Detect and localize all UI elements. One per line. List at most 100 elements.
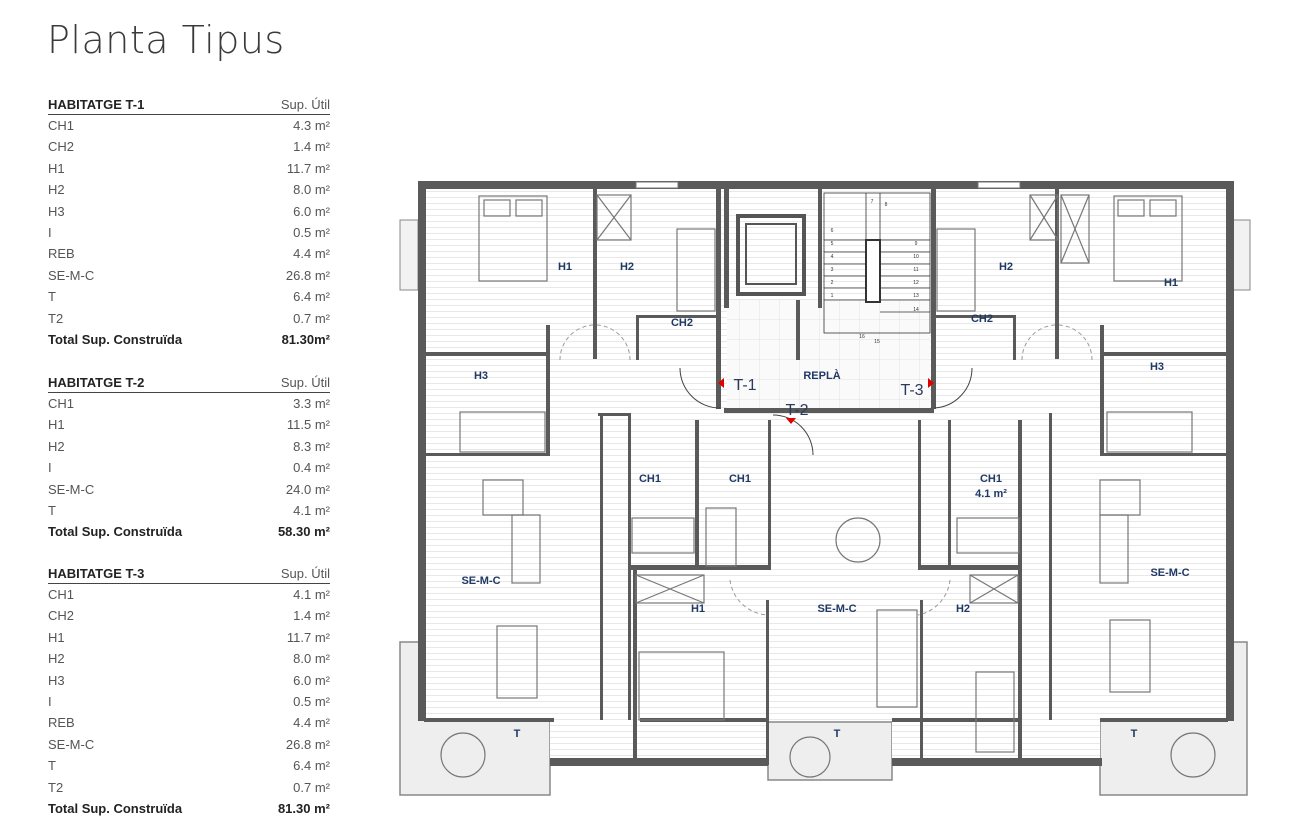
unit-name: HABITATGE T-1 bbox=[48, 97, 145, 112]
column-header: Sup. Útil bbox=[280, 97, 330, 112]
room-name: H2 bbox=[48, 438, 65, 454]
total-row: Total Sup. Construïda 58.30 m² bbox=[48, 521, 330, 542]
room-area: 3.3 m² bbox=[293, 396, 330, 411]
area-table-1: HABITATGE T-1 Sup. Útil CH1 4.3 m² CH2 1… bbox=[48, 97, 330, 350]
entry-marker-t3 bbox=[928, 378, 934, 388]
room-name: CH1 bbox=[48, 587, 75, 602]
total-label: Total Sup. Construïda bbox=[48, 800, 183, 816]
total-row: Total Sup. Construïda 81.30 m² bbox=[48, 798, 330, 819]
area-row: REB 4.4 m² bbox=[48, 712, 330, 733]
entry-marker-t1 bbox=[718, 378, 724, 388]
room-name: T bbox=[48, 289, 56, 305]
area-table-header: HABITATGE T-2 Sup. Útil bbox=[48, 375, 330, 393]
room-name: I bbox=[48, 693, 52, 709]
room-name: T2 bbox=[48, 779, 64, 795]
room-label-landing: REPLÀ bbox=[803, 369, 840, 382]
room-area: 4.1 m² bbox=[293, 502, 330, 518]
room-name: T bbox=[48, 502, 56, 518]
area-row: H1 11.5 m² bbox=[48, 414, 330, 435]
room-area: 11.7 m² bbox=[286, 629, 330, 645]
unit-name: HABITATGE T-2 bbox=[48, 375, 145, 390]
stair-step-number: 2 bbox=[831, 280, 834, 286]
area-table-2: HABITATGE T-2 Sup. Útil CH1 3.3 m² H1 11… bbox=[48, 375, 330, 543]
room-name: H2 bbox=[48, 651, 65, 667]
area-row: I 0.5 m² bbox=[48, 222, 330, 243]
room-name: H1 bbox=[48, 417, 65, 433]
room-area: 8.3 m² bbox=[293, 438, 330, 454]
room-name: REB bbox=[48, 246, 75, 262]
unit-name: HABITATGE T-3 bbox=[48, 566, 145, 581]
total-row: Total Sup. Construïda 81.30m² bbox=[48, 329, 330, 350]
room-label: SE-M-C bbox=[461, 575, 500, 587]
room-name: CH2 bbox=[48, 139, 75, 155]
room-area: 0.7 m² bbox=[293, 310, 330, 326]
room-name: REB bbox=[48, 715, 75, 731]
stair-step-number: 3 bbox=[831, 267, 834, 273]
column-header: Sup. Útil bbox=[280, 375, 330, 390]
room-name: CH1 bbox=[48, 396, 75, 411]
area-table-header: HABITATGE T-3 Sup. Útil bbox=[48, 566, 330, 584]
column-header: Sup. Útil bbox=[280, 566, 330, 581]
staircase bbox=[823, 192, 931, 334]
room-label: SE-M-C bbox=[817, 603, 856, 615]
area-row: H3 6.0 m² bbox=[48, 201, 330, 222]
stair-step-number: 6 bbox=[831, 228, 834, 234]
area-row: I 0.5 m² bbox=[48, 691, 330, 712]
area-row: H2 8.3 m² bbox=[48, 436, 330, 457]
stair-step-number: 5 bbox=[831, 241, 834, 247]
room-area: 8.0 m² bbox=[293, 182, 330, 198]
area-row: H3 6.0 m² bbox=[48, 670, 330, 691]
total-label: Total Sup. Construïda bbox=[48, 524, 183, 540]
room-area: 6.0 m² bbox=[293, 203, 330, 219]
area-row: CH2 1.4 m² bbox=[48, 136, 330, 157]
room-area: 1.4 m² bbox=[293, 139, 330, 155]
room-name: T bbox=[48, 758, 56, 774]
total-value: 81.30m² bbox=[281, 331, 330, 347]
room-name: CH2 bbox=[48, 608, 75, 624]
area-row: T 4.1 m² bbox=[48, 500, 330, 521]
room-name: H1 bbox=[48, 629, 65, 645]
room-label: CH1 bbox=[729, 473, 751, 485]
room-area: 0.5 m² bbox=[293, 693, 330, 709]
area-row: T2 0.7 m² bbox=[48, 777, 330, 798]
stair-step-number: 4 bbox=[831, 254, 834, 260]
total-value: 81.30 m² bbox=[277, 800, 330, 816]
room-area: 4.4 m² bbox=[293, 246, 330, 262]
room-name: SE-M-C bbox=[48, 736, 95, 752]
area-row: H2 8.0 m² bbox=[48, 179, 330, 200]
stair-step-number: 11 bbox=[913, 267, 918, 273]
room-area: 11.7 m² bbox=[286, 160, 330, 176]
stair-step-number: 12 bbox=[913, 280, 919, 286]
area-row: CH1 3.3 m² bbox=[48, 393, 330, 414]
room-area: 11.5 m² bbox=[286, 417, 330, 433]
stair-step-number: 8 bbox=[885, 202, 888, 208]
area-row: T2 0.7 m² bbox=[48, 308, 330, 329]
area-row: SE-M-C 24.0 m² bbox=[48, 479, 330, 500]
room-name: CH1 bbox=[48, 118, 75, 133]
room-area: 4.3 m² bbox=[293, 118, 330, 133]
entry-markers bbox=[718, 378, 934, 424]
stair-step-number: 13 bbox=[913, 293, 919, 299]
room-label: T bbox=[834, 728, 841, 740]
area-row: SE-M-C 26.8 m² bbox=[48, 265, 330, 286]
unit-label-t3: T-3 bbox=[900, 382, 923, 399]
room-area: 6.4 m² bbox=[293, 289, 330, 305]
room-area: 24.0 m² bbox=[285, 481, 330, 497]
room-area-label: 4.1 m² bbox=[975, 488, 1007, 500]
area-row: T 6.4 m² bbox=[48, 755, 330, 776]
room-name: SE-M-C bbox=[48, 267, 95, 283]
room-name: I bbox=[48, 460, 52, 476]
unit-label-t1: T-1 bbox=[733, 377, 756, 394]
room-label: H2 bbox=[956, 603, 970, 615]
area-row: CH1 4.3 m² bbox=[48, 115, 330, 136]
stair-step-number: 10 bbox=[913, 254, 919, 260]
area-row: H2 8.0 m² bbox=[48, 648, 330, 669]
stair-step-number: 7 bbox=[871, 199, 874, 205]
room-labels: H1 H2 CH2 H3 REPLÀ T-1 T-2 T-3 H2 H1 CH2… bbox=[461, 261, 1189, 740]
room-name: I bbox=[48, 224, 52, 240]
room-name: H2 bbox=[48, 182, 65, 198]
room-label: H1 bbox=[1164, 277, 1178, 289]
area-row: T 6.4 m² bbox=[48, 286, 330, 307]
room-label: CH2 bbox=[671, 317, 693, 329]
stair-step-number: 9 bbox=[915, 241, 918, 247]
